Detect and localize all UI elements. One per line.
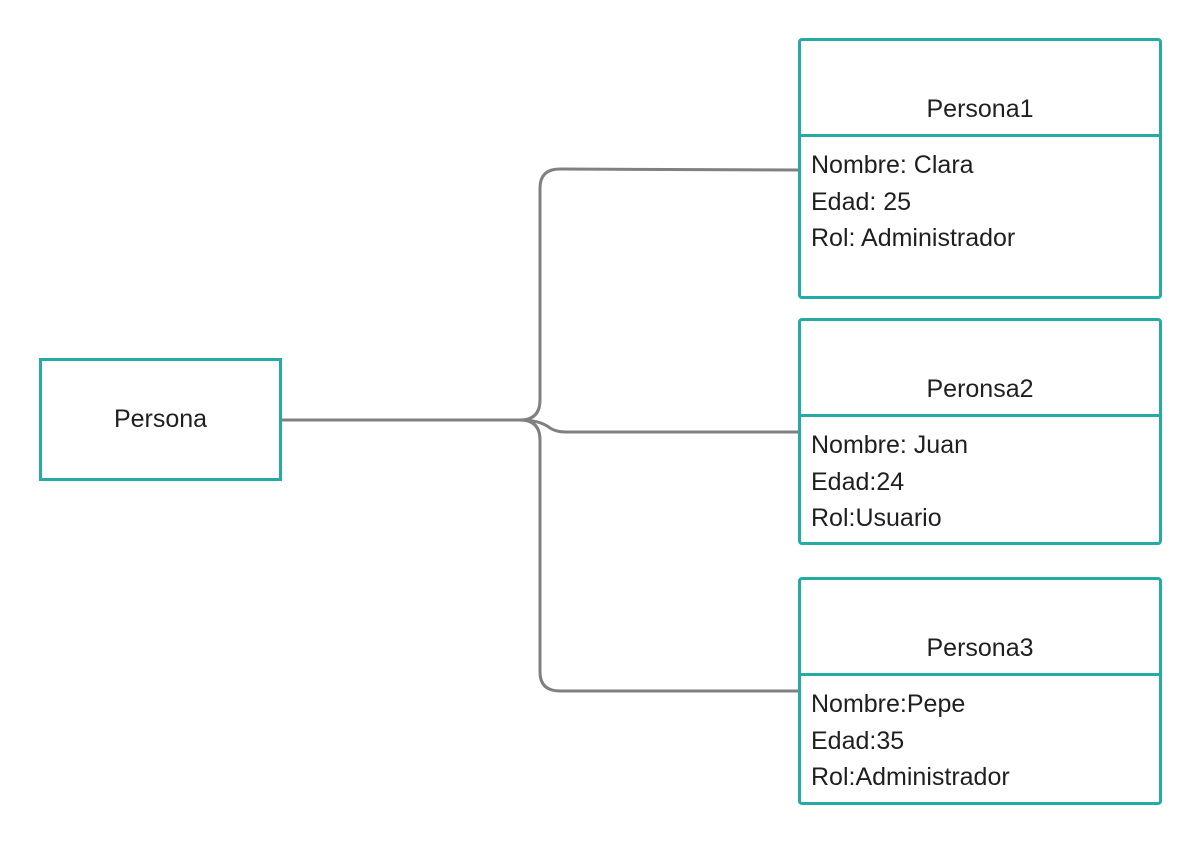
node-title: Persona3	[926, 634, 1034, 662]
node-title: Persona1	[926, 95, 1034, 123]
connector-to-persona1	[518, 167, 800, 422]
field-edad: Edad: 25	[811, 187, 912, 216]
node-header: Persona1	[801, 41, 1159, 137]
field-nombre: Nombre: Clara	[811, 151, 974, 179]
field-rol: Rol:Usuario	[811, 504, 942, 532]
node-fields: Nombre:Pepe Edad:35 Rol:Administrador	[801, 676, 1159, 796]
field-edad: Edad:24	[811, 467, 905, 496]
field-rol: Rol:Administrador	[811, 763, 1010, 791]
root-node[interactable]: Persona	[39, 358, 282, 481]
node-persona3[interactable]: Persona3 Nombre:Pepe Edad:35 Rol:Adminis…	[798, 577, 1162, 805]
field-edad: Edad:35	[811, 726, 905, 755]
field-rol: Rol: Administrador	[811, 224, 1016, 252]
node-header: Peronsa2	[801, 321, 1159, 417]
node-header: Persona3	[801, 580, 1159, 676]
node-title: Peronsa2	[926, 375, 1034, 403]
node-fields: Nombre: Juan Edad:24 Rol:Usuario	[801, 417, 1159, 537]
field-nombre: Nombre: Juan	[811, 431, 969, 459]
connector-to-peronsa2	[518, 418, 800, 434]
field-nombre: Nombre:Pepe	[811, 690, 966, 718]
node-fields: Nombre: Clara Edad: 25 Rol: Administrado…	[801, 137, 1159, 257]
root-node-label: Persona	[113, 405, 208, 433]
node-persona1[interactable]: Persona1 Nombre: Clara Edad: 25 Rol: Adm…	[798, 38, 1162, 299]
node-peronsa2[interactable]: Peronsa2 Nombre: Juan Edad:24 Rol:Usuari…	[798, 318, 1162, 545]
connector-to-persona3	[518, 418, 800, 693]
